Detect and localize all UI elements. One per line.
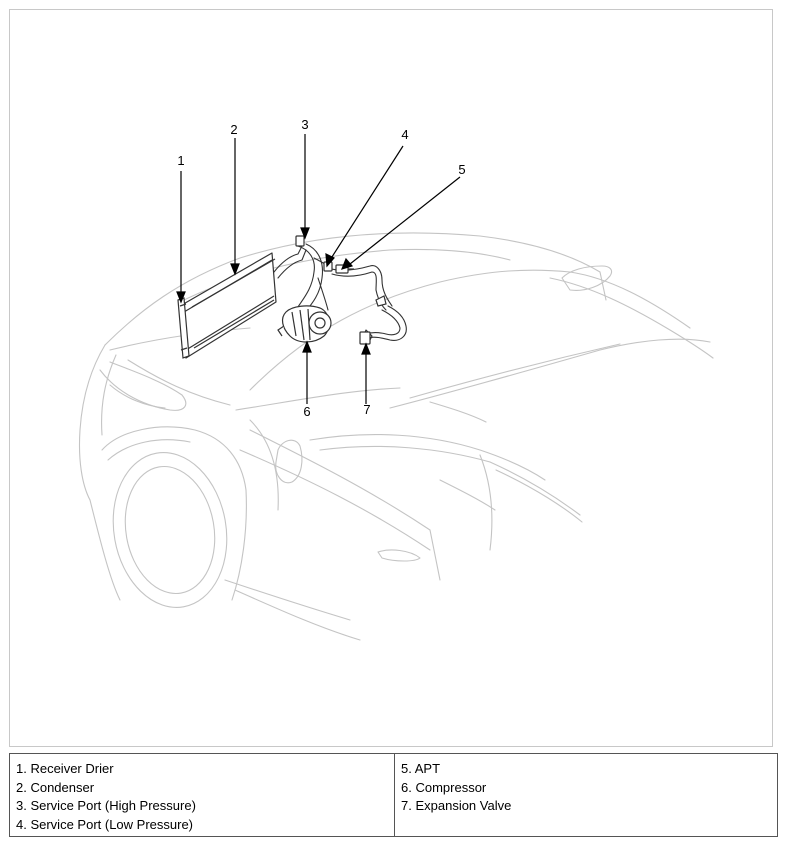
service-port-high-pressure	[295, 235, 305, 247]
callout-3: 3	[301, 117, 308, 132]
compressor	[277, 305, 332, 343]
legend-item-service-port-high: 3. Service Port (High Pressure)	[16, 798, 196, 813]
legend-column-right: 5. APT 6. Compressor 7. Expansion Valve	[395, 754, 777, 836]
callout-5: 5	[458, 162, 465, 177]
legend-item-expansion-valve: 7. Expansion Valve	[401, 798, 512, 813]
callout-4: 4	[401, 127, 408, 142]
legend-table: 1. Receiver Drier 2. Condenser 3. Servic…	[9, 753, 778, 837]
legend-item-condenser: 2. Condenser	[16, 779, 95, 795]
diagram-frame: 1 2 3 4 5 6 7	[9, 9, 773, 747]
vehicle-body-outline	[78, 232, 714, 641]
legend-item-receiver-drier: 1. Receiver Drier	[16, 761, 114, 776]
callout-leaders	[176, 134, 461, 404]
callout-6: 6	[303, 404, 310, 419]
legend-item-compressor: 6. Compressor	[401, 779, 487, 795]
ac-system-diagram: 1 2 3 4 5 6 7	[78, 117, 714, 641]
expansion-valve	[359, 295, 387, 345]
legend-item-service-port-low: 4. Service Port (Low Pressure)	[16, 816, 194, 832]
callout-2: 2	[230, 122, 237, 137]
callout-7: 7	[363, 402, 370, 417]
legend-column-left: 1. Receiver Drier 2. Condenser 3. Servic…	[10, 754, 395, 836]
condenser	[179, 252, 277, 359]
callout-1: 1	[177, 153, 184, 168]
legend-item-apt: 5. APT	[401, 761, 441, 776]
